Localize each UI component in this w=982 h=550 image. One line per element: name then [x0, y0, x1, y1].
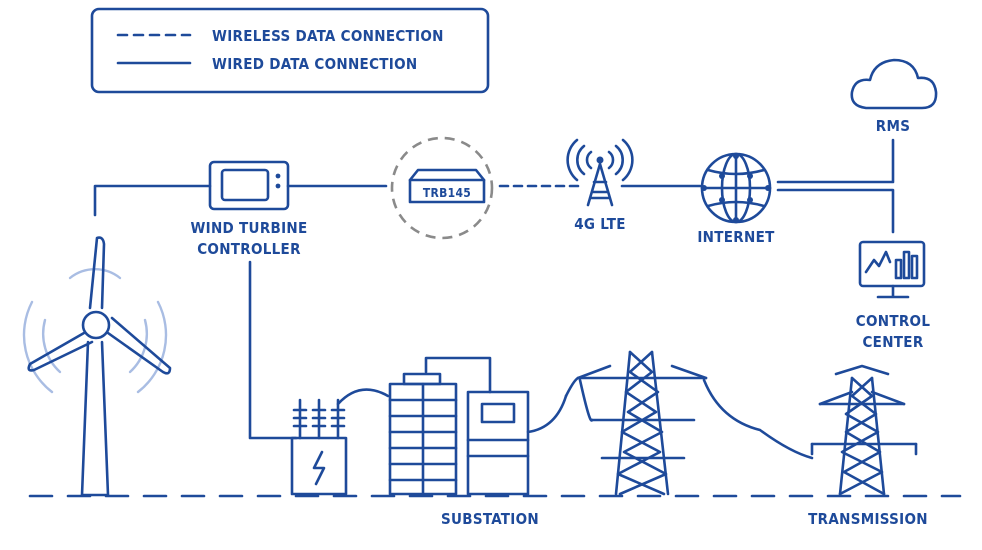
control-center-label-line1: CONTROL [856, 312, 931, 330]
control-center-label-line2: CENTER [862, 333, 923, 351]
rms-label: RMS [876, 117, 910, 135]
substation-label: SUBSTATION [441, 510, 539, 528]
internet-label: INTERNET [697, 228, 775, 246]
lte-label: 4G LTE [574, 215, 626, 233]
wired-internet-rms [776, 138, 895, 184]
legend-wireless-label: WIRELESS DATA CONNECTION [212, 27, 444, 45]
transmission-label: TRANSMISSION [808, 510, 928, 528]
wind-turbine-icon [22, 236, 172, 497]
substation-icon [388, 356, 568, 496]
wired-controller-transformer [248, 260, 298, 440]
monitor-icon [858, 240, 926, 299]
router-model-label: TRB145 [423, 186, 471, 200]
cell-tower-icon [566, 138, 634, 207]
wired-turbine-controller [93, 184, 212, 217]
wired-internet-control [776, 188, 895, 234]
legend: WIRELESS DATA CONNECTION WIRED DATA CONN… [90, 7, 490, 94]
router-icon [390, 136, 494, 240]
controller-label-line2: CONTROLLER [197, 240, 301, 258]
pylon-icon [810, 364, 918, 496]
globe-icon [700, 152, 772, 224]
transformer-icon [290, 388, 390, 496]
controller-icon [208, 160, 290, 211]
controller-label-line1: WIND TURBINE [190, 219, 307, 237]
legend-wired-label: WIRED DATA CONNECTION [212, 55, 417, 73]
cloud-icon [850, 58, 938, 110]
pylon-icon [564, 350, 814, 496]
legend-box [90, 7, 490, 94]
connections [93, 138, 895, 440]
